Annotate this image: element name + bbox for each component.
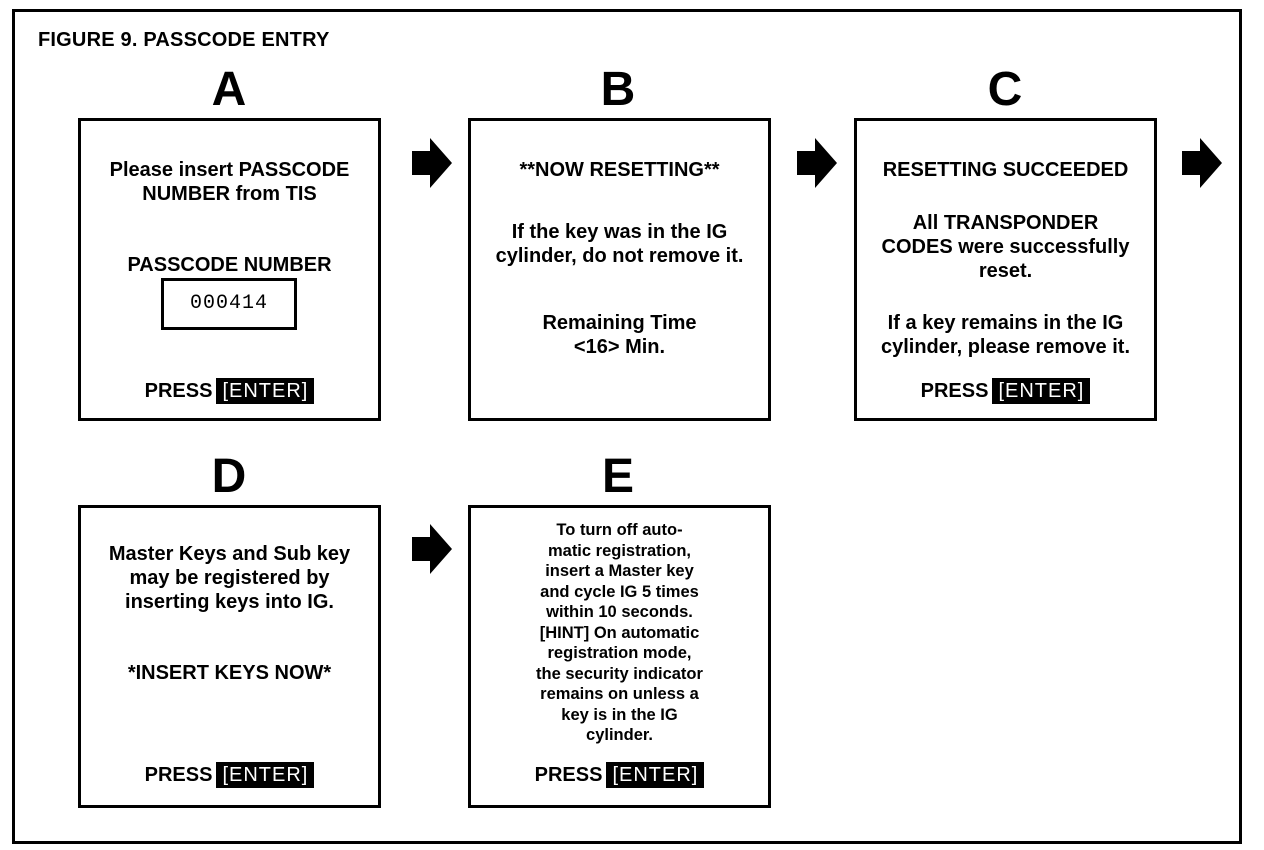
panel-e-instructions: To turn off auto- matic registration, in…	[536, 521, 703, 744]
right-arrow-icon	[412, 524, 452, 574]
panel-d: Master Keys and Sub key may be registere…	[78, 505, 381, 808]
enter-key: [ENTER]	[216, 378, 315, 404]
panel-b-letter: B	[600, 63, 636, 116]
right-arrow-icon	[797, 138, 837, 188]
panel-b-warning: If the key was in the IG cylinder, do no…	[495, 221, 744, 267]
panel-a-press: PRESS[ENTER]	[81, 378, 378, 404]
panel-c-message: All TRANSPONDER CODES were successfully …	[881, 212, 1130, 282]
figure-title: FIGURE 9. PASSCODE ENTRY	[38, 29, 330, 51]
enter-key: [ENTER]	[216, 762, 315, 788]
enter-key: [ENTER]	[992, 378, 1091, 404]
panel-a: Please insert PASSCODE NUMBER from TIS P…	[78, 118, 381, 421]
panel-d-press: PRESS[ENTER]	[81, 762, 378, 788]
press-label: PRESS	[920, 380, 989, 402]
panel-e-letter: E	[601, 450, 634, 503]
panel-d-letter: D	[211, 450, 247, 503]
panel-d-instructions: Master Keys and Sub key may be registere…	[108, 543, 351, 613]
panel-b-status: **NOW RESETTING**	[519, 159, 720, 181]
remaining-time: Remaining Time <16> Min.	[542, 312, 697, 358]
press-label: PRESS	[144, 380, 213, 402]
panel-c: RESETTING SUCCEEDED All TRANSPONDER CODE…	[854, 118, 1157, 421]
insert-keys-prompt: *INSERT KEYS NOW*	[127, 662, 332, 684]
panel-a-instructions: Please insert PASSCODE NUMBER from TIS	[109, 159, 350, 205]
panel-c-warning: If a key remains in the IG cylinder, ple…	[880, 312, 1130, 358]
passcode-label: PASSCODE NUMBER	[127, 254, 332, 276]
panel-e-press: PRESS[ENTER]	[471, 762, 768, 788]
press-label: PRESS	[144, 764, 213, 786]
panel-c-press: PRESS[ENTER]	[857, 378, 1154, 404]
panel-b: **NOW RESETTING** If the key was in the …	[468, 118, 771, 421]
right-arrow-icon	[412, 138, 452, 188]
panel-e: To turn off auto- matic registration, in…	[468, 505, 771, 808]
enter-key: [ENTER]	[606, 762, 705, 788]
passcode-value: 000414	[161, 278, 297, 330]
panel-a-letter: A	[211, 63, 247, 116]
panel-c-status: RESETTING SUCCEEDED	[882, 159, 1129, 181]
figure-frame	[12, 9, 1242, 844]
panel-c-letter: C	[987, 63, 1023, 116]
right-arrow-icon	[1182, 138, 1222, 188]
press-label: PRESS	[534, 764, 603, 786]
